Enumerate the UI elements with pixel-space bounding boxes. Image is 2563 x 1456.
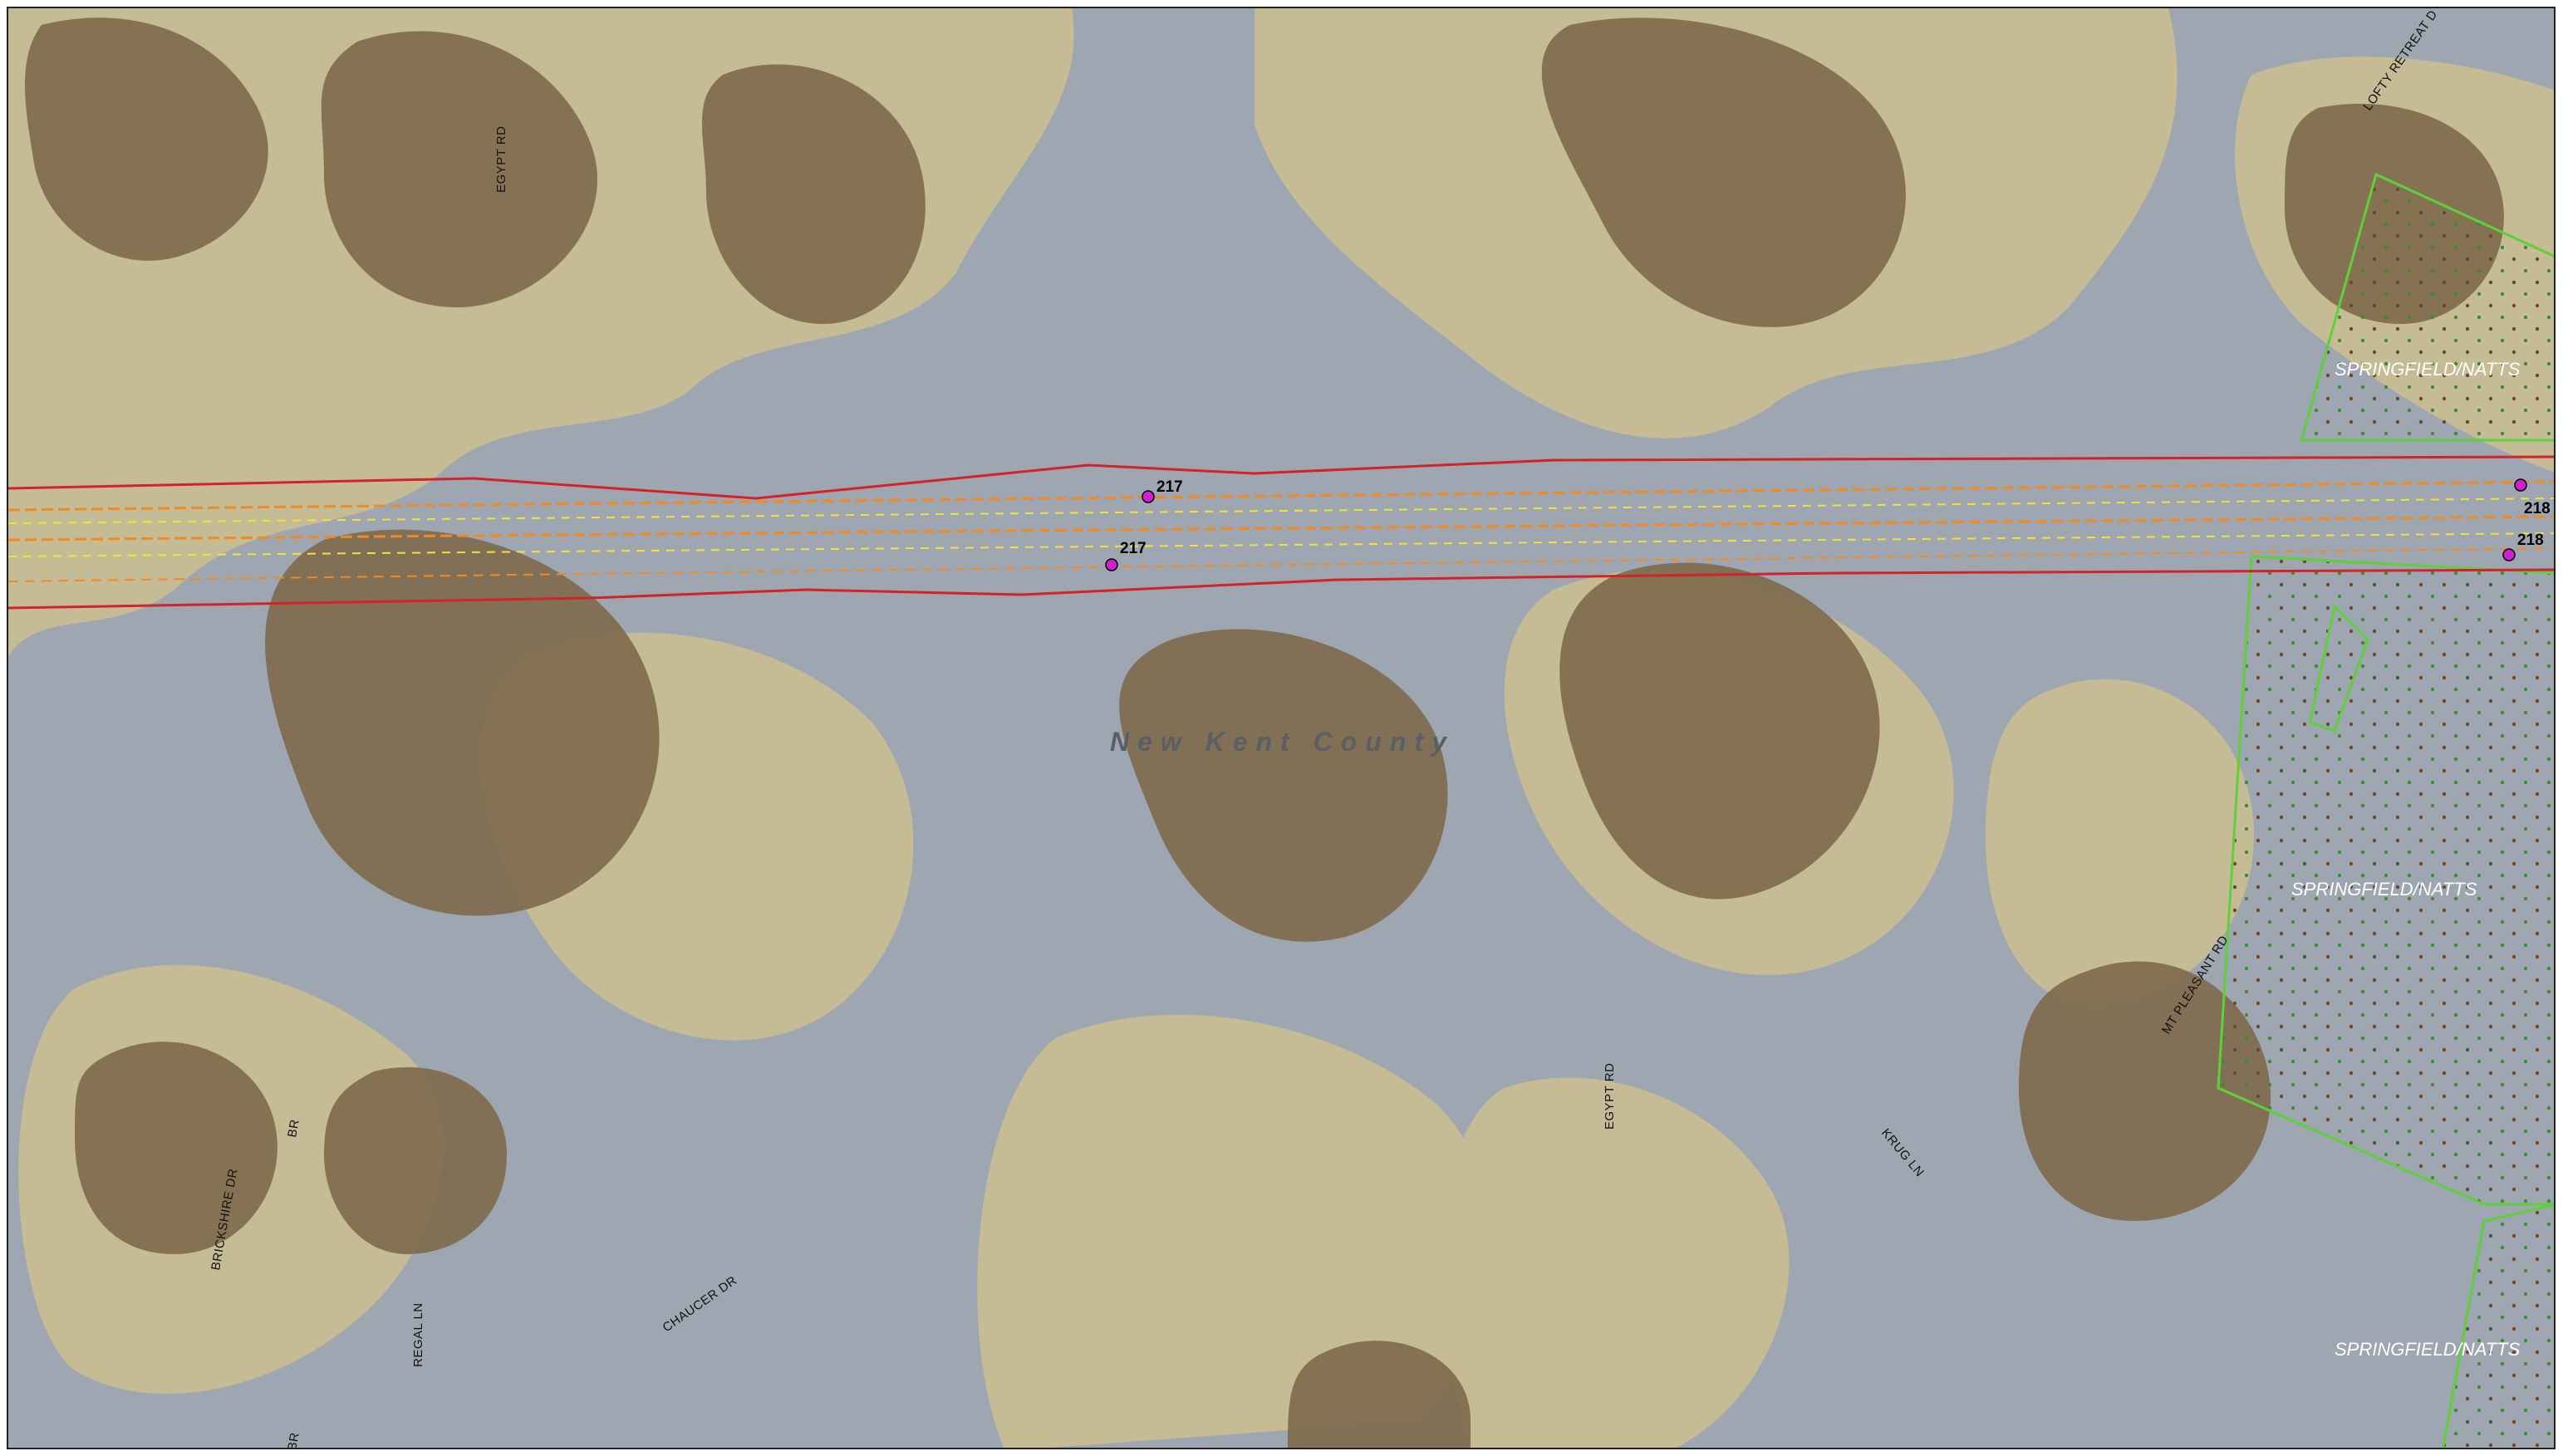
corridor-north-boundary[interactable] — [8, 455, 2556, 500]
marker-217b[interactable]: 217 — [1105, 540, 1146, 571]
marker-label: 218 — [2524, 500, 2551, 517]
parcel-layer[interactable] — [2217, 172, 2556, 1449]
centerline-5 — [8, 547, 2554, 582]
marker-label: 218 — [2517, 532, 2544, 549]
centerline-3 — [8, 515, 2554, 542]
map-frame[interactable]: 217 217 218 218 New Kent County SPRINGFI… — [7, 7, 2556, 1449]
road-label-br-cut: BR — [285, 1118, 302, 1138]
parcel-label-2: SPRINGFIELD/NATTS — [2291, 879, 2477, 900]
parcel-inner-strip — [2308, 603, 2369, 733]
marker-218a[interactable]: 218 — [2514, 478, 2551, 517]
county-label: New Kent County — [1110, 727, 1455, 757]
marker-point[interactable] — [1105, 558, 1118, 571]
marker-point[interactable] — [2514, 478, 2527, 492]
marker-label: 217 — [1120, 540, 1146, 557]
centerline-2 — [8, 498, 2554, 524]
parcel-polygon-3[interactable] — [2442, 1204, 2556, 1449]
road-label-egypt-rd-south: EGYPT RD — [1603, 1063, 1617, 1130]
centerline-1 — [8, 480, 2554, 512]
marker-point[interactable] — [2502, 548, 2516, 561]
corridor-south-boundary[interactable] — [8, 568, 2556, 610]
road-label-regal-ln: REGAL LN — [411, 1302, 425, 1367]
marker-point[interactable] — [1142, 490, 1155, 503]
parcel-polygon-1[interactable] — [2300, 172, 2556, 442]
parcel-label-3: SPRINGFIELD/NATTS — [2335, 1339, 2521, 1360]
marker-label: 217 — [1156, 478, 1183, 496]
transmission-corridor[interactable] — [8, 455, 2556, 610]
marker-218b[interactable]: 218 — [2502, 532, 2544, 561]
marker-217a[interactable]: 217 — [1142, 478, 1183, 503]
parcel-label-1: SPRINGFIELD/NATTS — [2335, 359, 2521, 380]
road-label-egypt-rd-north: EGYPT RD — [494, 126, 508, 193]
soil-dark-layer — [25, 17, 2504, 1448]
road-label-br-cut-2: BR — [285, 1431, 302, 1449]
centerline-4 — [8, 532, 2554, 557]
map-canvas[interactable]: 217 217 218 218 New Kent County SPRINGFI… — [8, 8, 2556, 1449]
